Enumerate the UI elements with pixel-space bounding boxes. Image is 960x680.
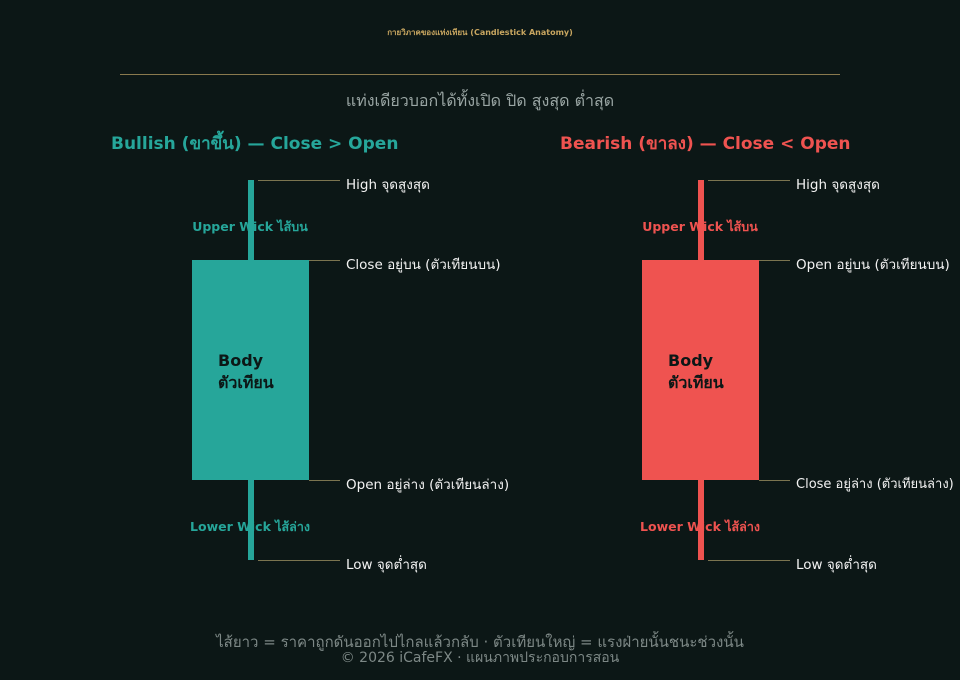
bearish-top-leader xyxy=(759,260,790,261)
bullish-body-label: Body ตัวเทียน xyxy=(218,350,274,394)
bearish-body xyxy=(642,260,759,480)
bullish-body-label-th: ตัวเทียน xyxy=(218,373,274,392)
bullish-low-leader xyxy=(258,560,340,561)
bearish-high-leader xyxy=(708,180,790,181)
bearish-open-label: Open อยู่บน (ตัวเทียนบน) xyxy=(796,257,950,273)
bullish-body xyxy=(192,260,309,480)
bearish-lower-wick-label: Lower Wick ไส้ล่าง xyxy=(640,519,760,534)
bearish-low-leader xyxy=(708,560,790,561)
bearish-high-label: High จุดสูงสุด xyxy=(796,177,880,193)
footer-note: ไส้ยาว = ราคาถูกดันออกไปไกลแล้วกลับ · ตั… xyxy=(216,633,744,651)
bearish-body-label-th: ตัวเทียน xyxy=(668,373,724,392)
bullish-low-label: Low จุดต่ำสุด xyxy=(346,557,427,573)
bearish-body-label-en: Body xyxy=(668,351,714,370)
bearish-body-label: Body ตัวเทียน xyxy=(668,350,724,394)
page-title: กายวิภาคของแท่งเทียน (Candlestick Anatom… xyxy=(387,28,573,37)
bearish-low-label: Low จุดต่ำสุด xyxy=(796,557,877,573)
title-divider xyxy=(120,74,840,75)
bearish-heading: Bearish (ขาลง) — Close < Open xyxy=(560,134,851,154)
bullish-upper-wick-label: Upper Wick ไส้บน xyxy=(192,219,308,234)
bullish-heading: Bullish (ขาขึ้น) — Close > Open xyxy=(111,134,399,154)
bearish-upper-wick-label: Upper Wick ไส้บน xyxy=(642,219,758,234)
bullish-body-label-en: Body xyxy=(218,351,264,370)
page-subtitle: แท่งเดียวบอกได้ทั้งเปิด ปิด สูงสุด ต่ำสุ… xyxy=(345,91,615,110)
bullish-open-label: Open อยู่ล่าง (ตัวเทียนล่าง) xyxy=(346,477,510,493)
bullish-high-leader xyxy=(258,180,340,181)
bullish-close-label: Close อยู่บน (ตัวเทียนบน) xyxy=(346,257,501,273)
bearish-bottom-leader xyxy=(759,480,790,481)
bullish-high-label: High จุดสูงสุด xyxy=(346,177,430,193)
bullish-lower-wick-label: Lower Wick ไส้ล่าง xyxy=(190,519,310,534)
bearish-close-label: Close อยู่ล่าง (ตัวเทียนล่าง) xyxy=(796,477,954,492)
footer-credit: © 2026 iCafeFX · แผนภาพประกอบการสอน xyxy=(340,650,620,666)
bullish-bottom-leader xyxy=(309,480,340,481)
bullish-top-leader xyxy=(309,260,340,261)
